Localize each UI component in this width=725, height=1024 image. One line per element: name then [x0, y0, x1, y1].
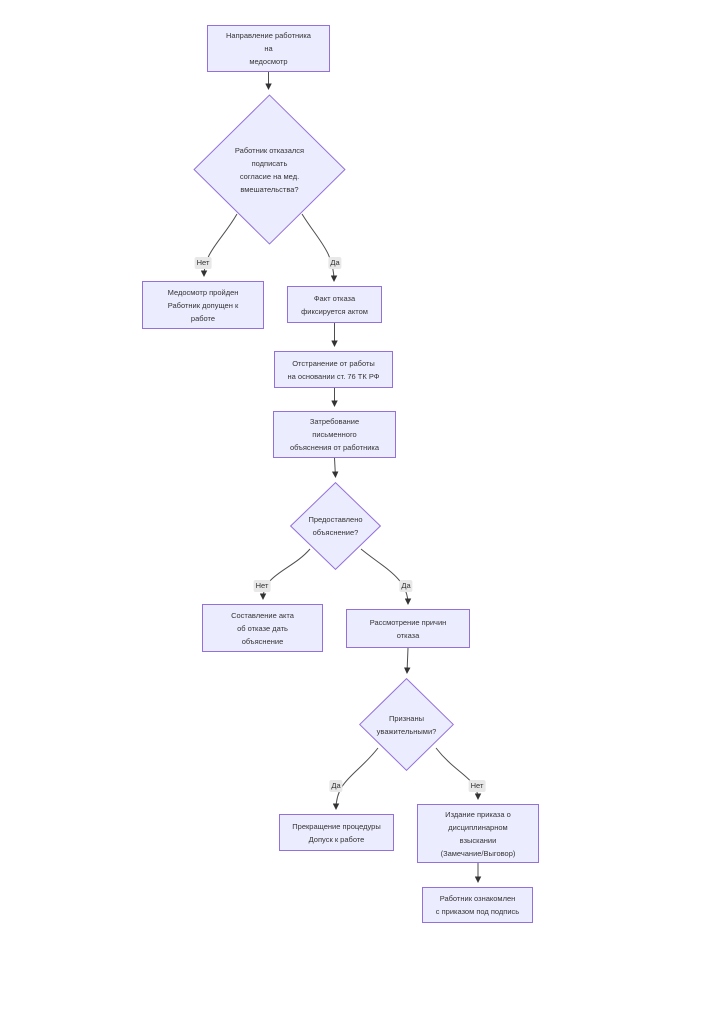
- node-referral: Направление работника на медосмотр: [207, 25, 330, 72]
- edge-label-yes-1: Да: [328, 257, 342, 269]
- node-suspension-label: Отстранение от работы на основании ст. 7…: [287, 358, 380, 381]
- node-review-reasons: Рассмотрение причин отказа: [346, 609, 470, 648]
- node-request-explanation-label: Затребование письменного объяснения от р…: [289, 417, 380, 452]
- node-review-reasons-label: Рассмотрение причин отказа: [369, 617, 447, 640]
- node-procedure-end: Прекращение процедуры Допуск к работе: [279, 814, 394, 851]
- node-referral-label: Направление работника на медосмотр: [226, 31, 311, 66]
- node-suspension: Отстранение от работы на основании ст. 7…: [274, 351, 393, 388]
- edge-review-to-decision3: [403, 647, 411, 674]
- node-medical-passed-label: Медосмотр пройден Работник допущен к раб…: [167, 287, 239, 323]
- node-refusal-act-label: Факт отказа фиксируется актом: [301, 293, 368, 316]
- node-request-explanation: Затребование письменного объяснения от р…: [273, 411, 396, 458]
- diamond-shape-icon: [290, 482, 381, 570]
- node-disciplinary-order-label: Издание приказа о дисциплинарном взыскан…: [440, 809, 516, 858]
- node-refusal-act: Факт отказа фиксируется актом: [287, 286, 382, 323]
- node-acknowledgement: Работник ознакомлен с приказом под подпи…: [422, 887, 533, 923]
- diamond-shape-icon: [193, 94, 346, 245]
- decision-reasons-valid: Признаны уважительными?: [359, 678, 454, 771]
- node-act-no-explanation-label: Составление акта об отказе дать объяснен…: [231, 610, 294, 646]
- edge-request-to-decision2: [331, 457, 339, 478]
- decision-consent-refused: Работник отказался подписать согласие на…: [193, 94, 346, 245]
- edge-label-no-2: Нет: [253, 580, 271, 592]
- edge-label-yes-2: Да: [399, 580, 413, 592]
- node-disciplinary-order: Издание приказа о дисциплинарном взыскан…: [417, 804, 539, 863]
- edge-label-no-3: Нет: [468, 780, 486, 792]
- decision-reasons-valid-label: Признаны уважительными?: [376, 713, 437, 736]
- edge-label-yes-3: Да: [329, 780, 343, 792]
- decision-explanation-provided-label: Предоставлено объяснение?: [308, 515, 363, 537]
- node-medical-passed: Медосмотр пройден Работник допущен к раб…: [142, 281, 264, 329]
- edge-label-no-1: Нет: [194, 257, 212, 269]
- node-procedure-end-label: Прекращение процедуры Допуск к работе: [292, 821, 381, 844]
- diamond-shape-icon: [359, 678, 454, 771]
- decision-consent-refused-label: Работник отказался подписать согласие на…: [234, 145, 305, 194]
- node-act-no-explanation: Составление акта об отказе дать объяснен…: [202, 604, 323, 652]
- decision-explanation-provided: Предоставлено объяснение?: [290, 482, 381, 570]
- node-acknowledgement-label: Работник ознакомлен с приказом под подпи…: [435, 894, 520, 916]
